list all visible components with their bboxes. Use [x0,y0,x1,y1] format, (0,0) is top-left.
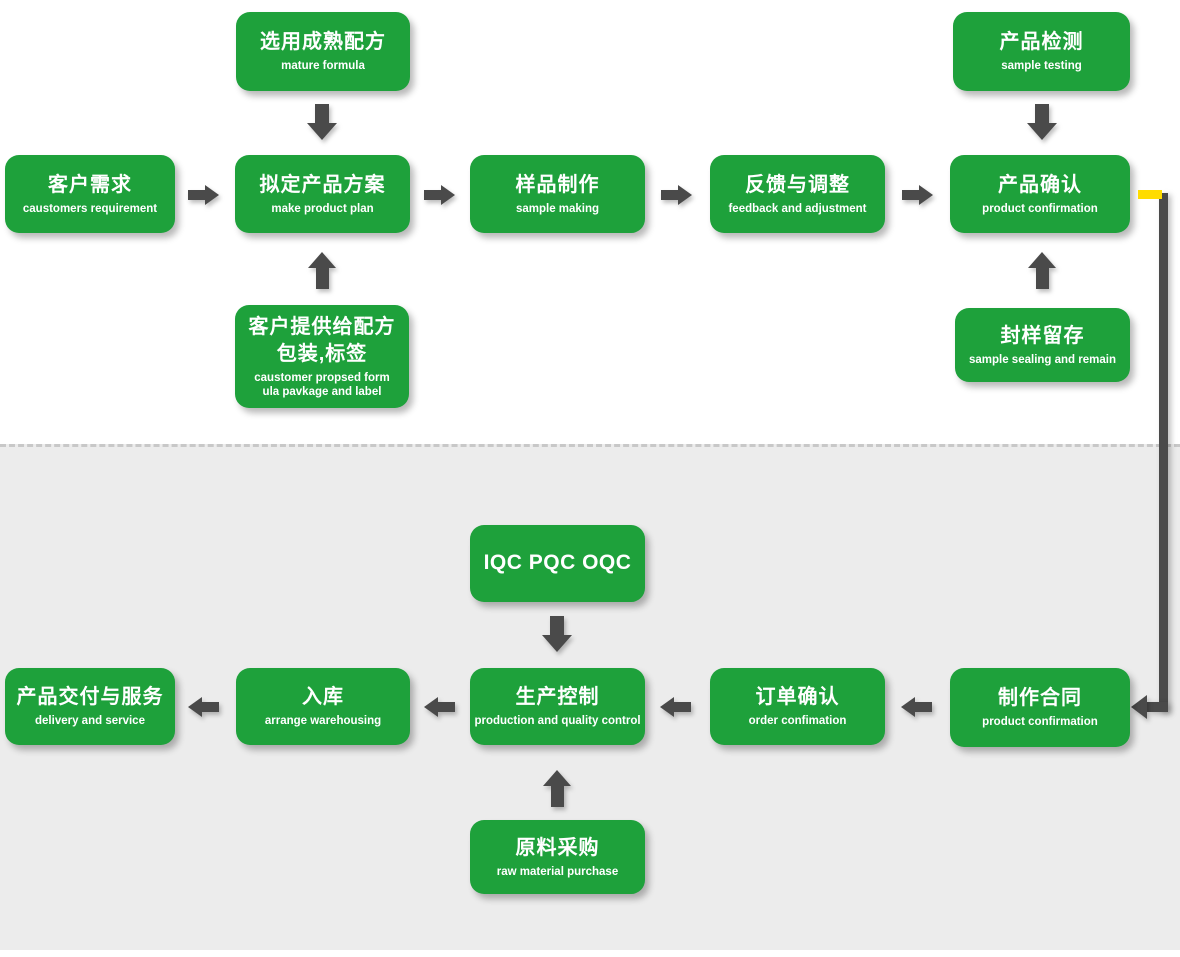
node-title: 生产控制 [515,686,600,709]
node-subtitle: feedback and adjustment [728,202,867,215]
arrow-left-icon [188,697,219,717]
arrow-left-icon [424,697,455,717]
node-title: 封样留存 [1000,324,1085,347]
arrow-right-icon [661,185,692,205]
arrow-right-icon [188,185,219,205]
node-sample-sealing: 封样留存 sample sealing and remain [955,308,1130,382]
node-title: 产品确认 [998,173,1082,196]
node-subtitle: sample making [515,202,600,215]
arrow-up-icon [308,252,336,289]
connector-yellow-segment [1138,190,1162,199]
node-title: IQC PQC OQC [483,551,632,575]
node-make-contract: 制作合同 product confirmation [950,668,1130,747]
node-subtitle: make product plan [271,202,374,215]
node-warehousing: 入库 arrange warehousing [236,668,410,745]
node-subtitle: order confimation [748,715,847,728]
node-subtitle: arrange warehousing [264,715,382,728]
node-order-confirmation: 订单确认 order confimation [710,668,885,745]
arrow-down-icon [1027,104,1057,140]
node-subtitle: sample testing [1001,60,1082,73]
node-delivery-service: 产品交付与服务 delivery and service [5,668,175,745]
node-title-line2: 包装,标签 [276,342,368,365]
node-subtitle: production and quality control [474,715,641,728]
node-subtitle: product confirmation [982,202,1098,215]
node-title: 拟定产品方案 [259,173,386,196]
arrow-up-icon [543,770,571,807]
node-iqc-pqc-oqc: IQC PQC OQC [470,525,645,602]
node-title: 制作合同 [998,687,1082,710]
node-product-confirmation: 产品确认 product confirmation [950,155,1130,233]
node-raw-material: 原料采购 raw material purchase [470,820,645,894]
node-subtitle: product confirmation [982,716,1098,729]
node-mature-formula: 选用成熟配方 mature formula [236,12,410,91]
node-subtitle-line1: caustomer propsed form [254,371,390,384]
node-customer-formula: 客户提供给配方 包装,标签 caustomer propsed form ula… [235,305,409,408]
node-title: 产品检测 [999,31,1084,54]
node-title: 入库 [302,686,344,709]
node-title: 订单确认 [755,686,840,709]
node-production-control: 生产控制 production and quality control [470,668,645,745]
node-title-line1: 客户提供给配方 [248,315,396,338]
connector-vertical-line [1159,193,1168,712]
node-sample-making: 样品制作 sample making [470,155,645,233]
node-sample-testing: 产品检测 sample testing [953,12,1130,91]
node-subtitle: delivery and service [35,715,145,728]
node-title: 原料采购 [515,836,600,859]
node-title: 客户需求 [48,173,132,196]
arrow-down-icon [307,104,337,140]
node-customer-requirement: 客户需求 caustomers requirement [5,155,175,233]
node-product-plan: 拟定产品方案 make product plan [235,155,410,233]
node-title: 反馈与调整 [745,173,850,196]
node-subtitle: raw material purchase [496,865,619,878]
arrow-right-icon [902,185,933,205]
connector-arrow-left-icon [1131,695,1147,719]
arrow-right-icon [424,185,455,205]
node-title: 选用成熟配方 [260,31,386,54]
node-subtitle: sample sealing and remain [968,353,1116,366]
arrow-down-icon [542,616,572,652]
node-subtitle: mature formula [281,60,365,73]
node-title: 产品交付与服务 [16,686,164,709]
arrow-left-icon [901,697,932,717]
node-feedback-adjustment: 反馈与调整 feedback and adjustment [710,155,885,233]
node-title: 样品制作 [515,173,600,196]
connector-horizontal-line [1147,702,1168,712]
arrow-left-icon [660,697,691,717]
arrow-up-icon [1028,252,1056,289]
node-subtitle: caustomers requirement [22,202,158,215]
node-subtitle-line2: ula pavkage and label [262,386,382,398]
